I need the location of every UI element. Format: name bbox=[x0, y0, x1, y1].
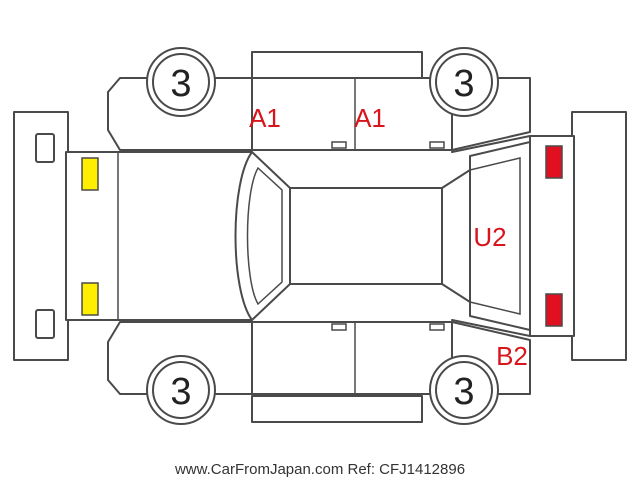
left-side-panel bbox=[107, 51, 531, 151]
car-top-view bbox=[65, 135, 575, 337]
front-marker-bottom bbox=[81, 282, 99, 316]
rear-marker-top bbox=[545, 145, 563, 179]
damage-code-left-front-door: A1 bbox=[249, 103, 281, 133]
wheel-front-left: 3 bbox=[146, 47, 216, 117]
wheel-rear-right-number: 3 bbox=[453, 371, 474, 413]
wheel-front-right: 3 bbox=[146, 355, 216, 425]
wheel-rear-left: 3 bbox=[429, 47, 499, 117]
roof bbox=[289, 187, 443, 285]
damage-code-rear-window: U2 bbox=[473, 222, 506, 252]
front-marker-top bbox=[81, 157, 99, 191]
rear-bumper bbox=[571, 111, 627, 361]
watermark-text: www.CarFromJapan.com Ref: CFJ1412896 bbox=[174, 461, 465, 478]
rear-marker-bottom bbox=[545, 293, 563, 327]
windshield bbox=[234, 151, 291, 321]
wheel-rear-right: 3 bbox=[429, 355, 499, 425]
wheel-front-left-number: 3 bbox=[170, 63, 191, 105]
wheel-rear-left-number: 3 bbox=[453, 63, 474, 105]
damage-code-left-rear-door: A1 bbox=[354, 103, 386, 133]
wheel-front-right-number: 3 bbox=[170, 371, 191, 413]
damage-code-rear-corner: B2 bbox=[496, 341, 528, 371]
front-bumper bbox=[13, 111, 69, 361]
